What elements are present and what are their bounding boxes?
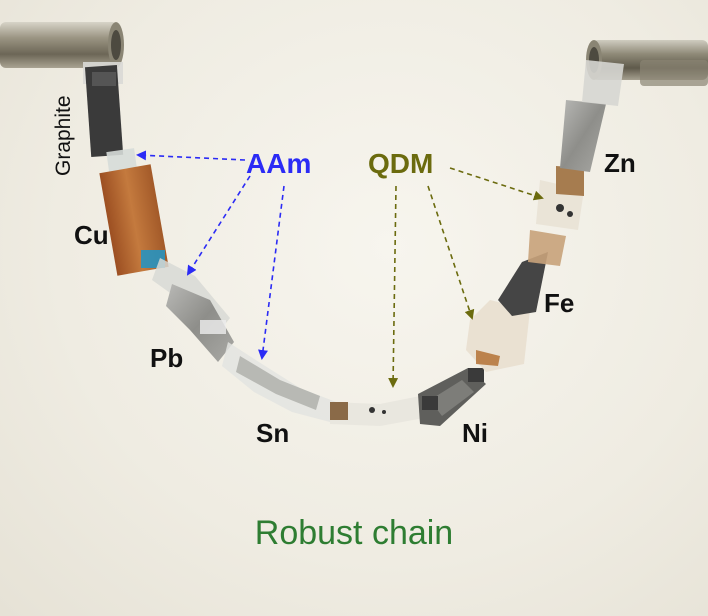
left-clamp-rod	[0, 22, 124, 68]
lead-electrode	[152, 258, 234, 362]
iron-electrode	[466, 252, 548, 372]
nickel-electrode	[330, 368, 486, 426]
tin-electrode	[222, 342, 336, 422]
qdm-arrows	[388, 167, 544, 388]
fe-label: Fe	[544, 288, 575, 318]
sn-label: Sn	[256, 418, 290, 448]
graphite-label: Graphite	[52, 95, 75, 176]
pb-label: Pb	[150, 343, 184, 373]
qdm-label: QDM	[368, 148, 434, 179]
zinc-electrode	[528, 60, 624, 266]
cu-label: Cu	[74, 220, 109, 250]
graphite-electrode	[83, 62, 124, 158]
aam-arrows	[136, 150, 285, 360]
aam-label: AAm	[246, 148, 312, 179]
copper-electrode	[99, 148, 169, 276]
figure-caption: Robust chain	[254, 514, 454, 552]
zn-label: Zn	[604, 148, 636, 178]
ni-label: Ni	[462, 418, 488, 448]
